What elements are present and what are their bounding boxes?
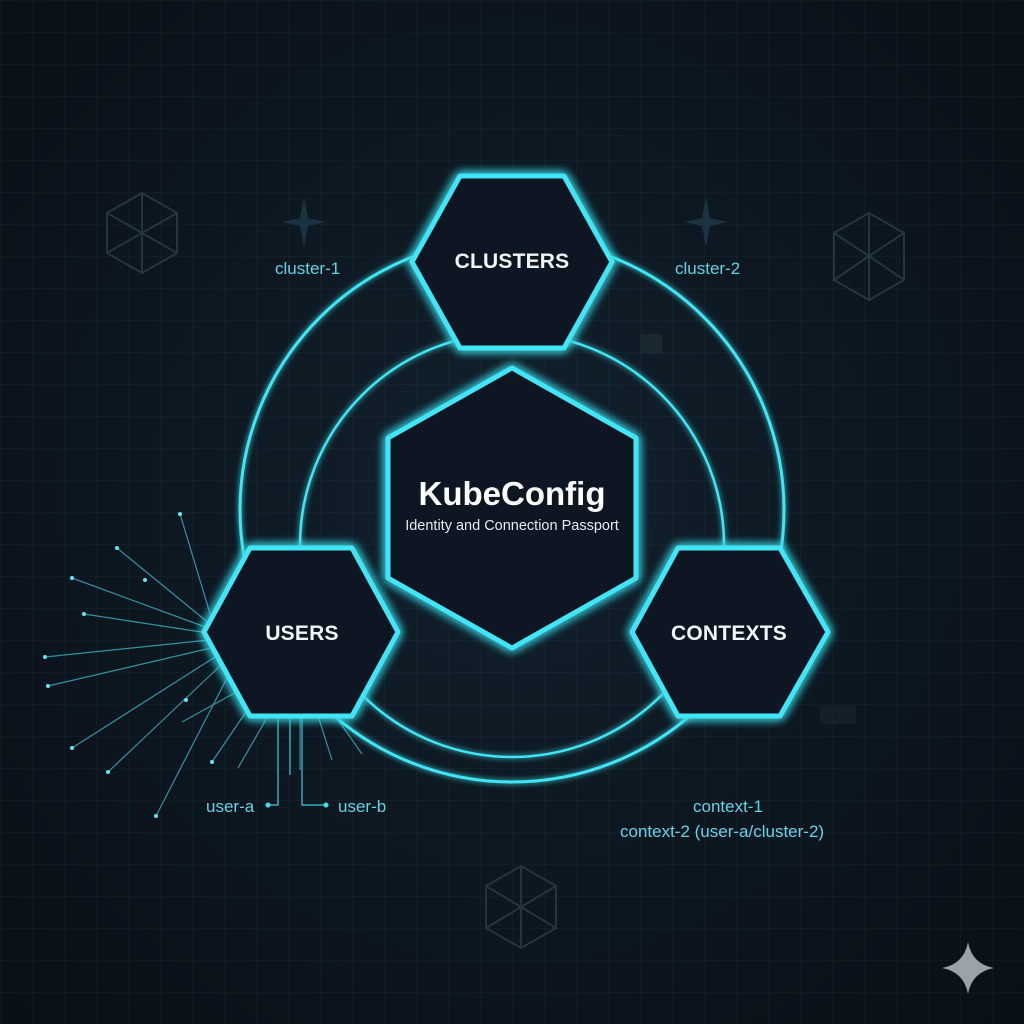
clusters-label: CLUSTERS bbox=[454, 250, 570, 273]
kubeconfig-title: KubeConfig bbox=[418, 475, 606, 512]
hexagon-cube-icon bbox=[106, 191, 178, 275]
contexts-label: CONTEXTS bbox=[671, 622, 787, 645]
hexagon-cube-icon bbox=[485, 864, 557, 950]
cluster-2-label: cluster-2 bbox=[675, 259, 741, 278]
sparkle-icon bbox=[684, 197, 728, 247]
background-decorations bbox=[106, 191, 905, 950]
sparkle-icon bbox=[282, 197, 326, 247]
cluster-1-label: cluster-1 bbox=[275, 259, 341, 278]
kubeconfig-hexagon bbox=[385, 365, 639, 651]
connection-ray-dots bbox=[43, 512, 214, 818]
clusters-hexagon[interactable] bbox=[409, 173, 615, 351]
user-b-label: user-b bbox=[338, 797, 387, 816]
hexagon-cube-icon bbox=[833, 211, 905, 302]
connection-rays bbox=[44, 513, 363, 817]
context-2-label: context-2 (user-a/cluster-2) bbox=[620, 822, 825, 841]
context-1-label: context-1 bbox=[693, 797, 763, 816]
users-hexagon[interactable] bbox=[201, 545, 401, 719]
users-label: USERS bbox=[265, 622, 339, 645]
user-leader-lines bbox=[265, 718, 329, 808]
kubeconfig-subtitle: Identity and Connection Passport bbox=[405, 518, 619, 534]
user-a-label: user-a bbox=[206, 797, 255, 816]
contexts-hexagon[interactable] bbox=[629, 545, 831, 719]
sparkle-icon bbox=[942, 942, 994, 994]
